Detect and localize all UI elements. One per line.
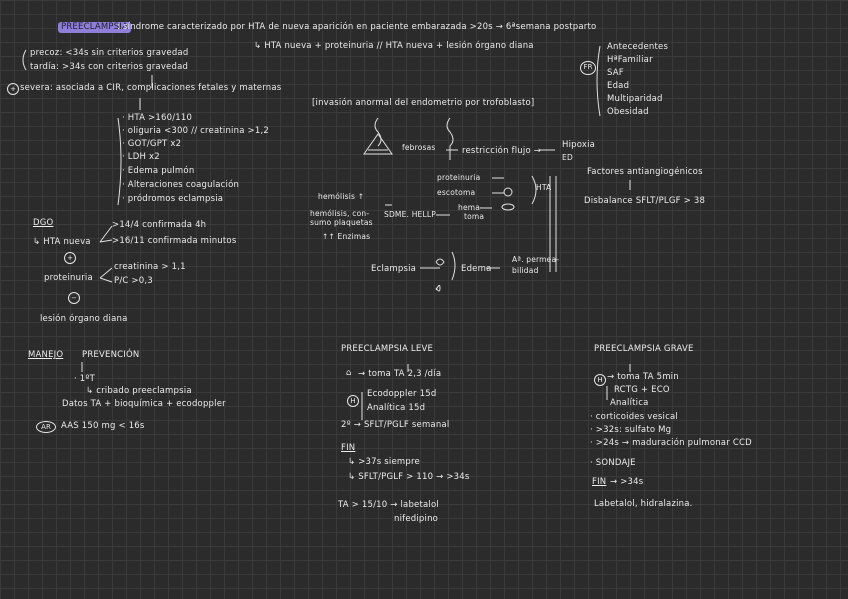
dgo-hta-1: >14/4 confirmada 4h [112,220,207,230]
febrosas-label: febrosas [402,143,436,152]
criteria-text: ↳ HTA nueva + proteinuria // HTA nueva +… [254,41,534,51]
manejo-label: MANEJO [28,350,64,360]
prevencion-step-1: · 1ºT [74,374,96,384]
prevencion-title: PREVENCIÓN [82,350,140,360]
hta-label: HTA [536,183,552,192]
pathophys-title: [invasión anormal del endometrio por tro… [312,98,535,108]
restriccion-label: restricción flujo → [462,146,542,156]
ar-badge: AR [36,421,56,433]
risk-item: HªFamiliar [607,55,653,65]
severe-s1: → toma TA 5min [607,372,679,382]
dgo-prot-2: P/C >0,3 [114,276,153,286]
criteria-item-6: · Alteraciones coagulación [122,180,240,190]
edema-label: Edema [461,264,492,274]
hemolisis-label: hemólisis ↑ [318,192,365,201]
prevencion-step-2: ↳ cribado preeclampsia [86,386,192,396]
criteria-item-1: · HTA >160/110 [122,113,193,123]
criteria-item-5: · Edema pulmón [122,166,195,176]
proteinuria-label: proteinuria [437,173,481,182]
mild-h3: 2º → SFLT/PGLF semanal [341,420,450,430]
plus-circle-icon: + [64,252,76,264]
page-title: PREECLAMPSIA [58,22,132,33]
hipoxia-label: Hipoxia [562,140,596,150]
severe-s5: · >32s: sulfato Mg [590,425,672,435]
severe-s2: RCTG + ECO [614,385,670,395]
risk-item: Edad [607,81,630,91]
hellp-label: SDME. HELLP [384,210,436,219]
dgo-hta-2: >16/11 confirmada minutos [112,236,237,246]
type-severa: severa: asociada a CIR, complicaciones f… [20,83,282,93]
mild-fin-label: FIN [341,443,356,453]
risk-item: Antecedentes [607,42,669,52]
mild-h1: Ecodoppler 15d [367,389,437,399]
mild-fin-1: ↳ >37s siempre [348,457,420,467]
risk-item: SAF [607,68,624,78]
severe-s4: · corticoides vesical [590,412,678,422]
hemolisis-label-3: sumo plaquetas [310,218,373,227]
plus-circle-icon: + [7,83,19,95]
severe-s6: · >24s → maduración pulmonar CCD [590,438,752,448]
eclampsia-label: Eclampsia [371,264,417,274]
risk-item: Multiparidad [607,94,663,104]
type-precoz: precoz: <34s sin criterios gravedad [30,48,189,58]
factores-label: Factores antiangiogénicos [587,167,703,177]
hospital-icon: H [347,395,359,407]
fr-badge: FR [580,61,596,75]
minus-circle-icon: − [68,292,80,304]
prevencion-step-3: Datos TA + bioquímica + ecodoppler [62,399,226,409]
criteria-item-7: · pródromos eclampsia [122,194,224,204]
criteria-item-4: · LDH x2 [122,152,160,162]
mild-ta-2: nifedipino [394,514,439,524]
criteria-item-3: · GOT/GPT x2 [122,139,182,149]
dgo-proteinuria: proteinuria [44,273,93,283]
risk-item: Obesidad [607,107,649,117]
permea-label: Aª. permea- [512,255,560,264]
dgo-hta-nueva: ↳ HTA nueva [33,237,91,247]
mild-title: PREECLAMPSIA LEVE [341,344,434,354]
hemolisis-label-2: hemólisis, con- [310,209,370,218]
severe-fin-label: FIN [592,477,607,487]
criteria-item-2: · oliguria <300 // creatinina >1,2 [122,126,269,136]
hospital-icon: H [594,374,606,386]
escotoma-label: escotoma [437,188,476,197]
severe-drugs: Labetalol, hidralazina. [594,499,693,509]
dgo-prot-1: creatinina > 1,1 [114,262,186,272]
definition-text: : síndrome caracterizado por HTA de nuev… [117,22,597,32]
dgo-lesion: lesión órgano diana [40,314,128,324]
ed-label: ED [562,153,573,162]
severe-s7: · SONDAJE [590,458,636,468]
mild-ta: TA > 15/10 → labetalol [338,500,439,510]
hematoma-label: hema- [458,203,483,212]
mild-fin-2: ↳ SFLT/PGLF > 110 → >34s [348,472,470,482]
disbalance-label: Disbalance SFLT/PLGF > 38 [584,196,706,206]
mild-home: → toma TA 2,3 /día [358,369,442,379]
aas-text: AAS 150 mg < 16s [61,421,145,431]
enzimas-label: ↑↑ Enzimas [322,232,371,241]
hematoma-label-2: toma [464,212,485,221]
house-icon: ⌂ [346,368,352,378]
severe-fin: → >34s [610,477,644,487]
dgo-label: DGO [33,218,54,228]
severe-s3: Analítica [610,398,649,408]
severe-title: PREECLAMPSIA GRAVE [594,344,694,354]
permea-label-2: bilidad [512,266,539,275]
mild-h2: Analítica 15d [367,403,426,413]
type-tardia: tardía: >34s con criterios gravedad [30,62,189,72]
